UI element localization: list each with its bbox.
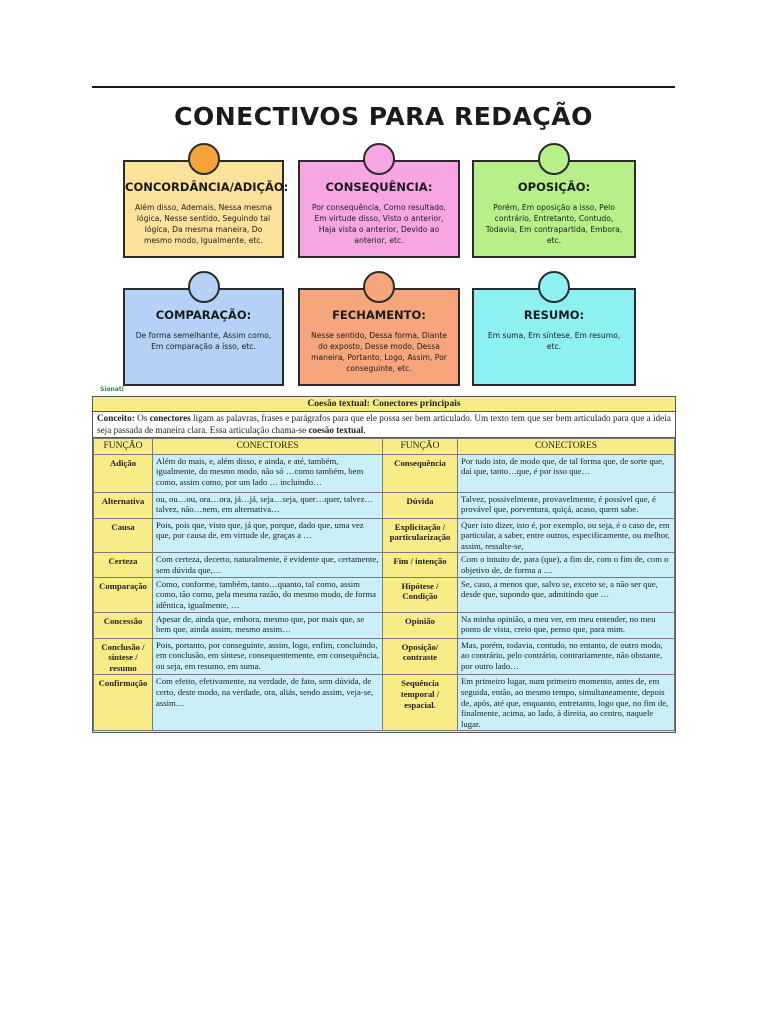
card-body: Porém, Em oposição a isso, Pelo contrári… (485, 203, 623, 245)
row-function: Explicitação / particularização (382, 517, 458, 554)
row-connectors: Com efeito, efetivamente, na verdade, de… (152, 674, 383, 732)
concept-bold-word: conectores (149, 413, 191, 423)
row-function: Opinião (382, 611, 458, 639)
header-funcao: FUNÇÃO (382, 438, 458, 455)
table-title: Coesão textual: Conectores principais (93, 397, 675, 412)
header-conectores: CONECTORES (152, 438, 383, 455)
row-function: Alternativa (93, 491, 153, 519)
row-function: Concessão (93, 611, 153, 639)
row-function: Oposição/ contraste (382, 637, 458, 676)
card-consequencia: CONSEQUÊNCIA: Por consequência, Como res… (298, 143, 460, 258)
concept-text-a: Os (134, 413, 150, 423)
card-body: Além disso, Ademais, Nessa mesma lógica,… (134, 203, 272, 245)
card-body: Nesse sentido, Dessa forma, Diante do ex… (311, 331, 447, 373)
concept-label: Conceito: (97, 413, 135, 423)
row-connectors: Pois, pois que, visto que, já que, porqu… (152, 517, 383, 554)
row-connectors: Talvez, possivelmente, provavelmente, é … (457, 491, 675, 519)
conectores-table-panel: Coesão textual: Conectores principais Co… (92, 396, 676, 733)
row-function: Comparação (93, 576, 153, 613)
conectores-table: FUNÇÃO CONECTORES FUNÇÃO CONECTORES Adiç… (93, 438, 675, 732)
row-connectors: Na minha opinião, a meu ver, em meu ente… (457, 611, 675, 639)
row-connectors: Com certeza, decerto, naturalmente, é ev… (152, 552, 383, 578)
row-function: Confirmação (93, 674, 153, 732)
pin-icon (187, 271, 220, 303)
card-body: De forma semelhante, Assim como, Em comp… (135, 331, 272, 351)
pin-icon (363, 143, 395, 175)
row-function: Hipótese / Condição (382, 576, 458, 613)
row-connectors: Em primeiro lugar, num primeiro momento,… (457, 674, 675, 732)
row-connectors: Pois, portanto, por conseguinte, assim, … (152, 637, 383, 676)
card-title: FECHAMENTO: (332, 308, 426, 322)
card-title: RESUMO: (523, 308, 585, 322)
row-connectors: Além do mais, e, além disso, e ainda, e … (152, 453, 383, 493)
row-connectors: Como, conforme, também, tanto…quanto, ta… (152, 576, 383, 613)
row-function: Causa (93, 517, 153, 554)
row-connectors: Mas, porém, todavia, contudo, no entanto… (457, 637, 675, 676)
row-connectors: Por tudo isto, de modo que, de tal forma… (457, 453, 675, 493)
concept-end: . (363, 424, 366, 435)
card-oposicao: OPOSIÇÃO: Porém, Em oposição a isso, Pel… (472, 143, 636, 258)
row-function: Adição (93, 453, 153, 493)
concept-paragraph: Conceito: Os conectores ligam as palavra… (93, 412, 675, 438)
header-conectores: CONECTORES (457, 438, 675, 455)
pin-icon (363, 271, 395, 303)
pin-icon (187, 143, 220, 175)
card-fechamento: FECHAMENTO: Nesse sentido, Dessa forma, … (298, 271, 460, 386)
concept-term: coesão textual (308, 424, 364, 435)
row-function: Sequência temporal / espacial. (382, 674, 458, 732)
infographic-title: CONECTIVOS PARA REDAÇÃO (174, 102, 593, 131)
card-title: OPOSIÇÃO: (517, 180, 591, 194)
row-function: Dúvida (382, 491, 458, 519)
pin-icon (538, 143, 570, 175)
pin-icon (538, 271, 570, 303)
row-function: Conclusão / síntese / resumo (93, 637, 153, 676)
card-title: COMPARAÇÃO: (155, 308, 252, 322)
card-resumo: RESUMO: Em suma, Em síntese, Em resumo, … (472, 271, 636, 386)
card-body: Em suma, Em síntese, Em resumo, etc. (487, 331, 621, 351)
card-title: CONCORDÂNCIA/ADIÇÃO: (125, 180, 289, 194)
top-divider-line (92, 86, 675, 88)
card-comparacao: COMPARAÇÃO: De forma semelhante, Assim c… (123, 271, 284, 386)
row-connectors: Com o intuito de, para (que), a fim de, … (457, 552, 675, 578)
row-connectors: ou, ou…ou, ora…ora, já…já, seja…seja, qu… (152, 491, 383, 519)
concept-text-b: ligam as palavras, frases e parágrafos p… (97, 413, 671, 435)
card-concordancia-adicao: CONCORDÂNCIA/ADIÇÃO: Além disso, Ademais… (123, 143, 289, 258)
row-function: Consequência (382, 453, 458, 493)
row-function: Certeza (93, 552, 153, 578)
card-body: Por consequência, Como resultado, Em vir… (311, 203, 447, 245)
table-header-row: FUNÇÃO CONECTORES FUNÇÃO CONECTORES (93, 438, 675, 455)
conectivos-infographic: CONECTIVOS PARA REDAÇÃO CONCORDÂNCIA/ADI… (92, 90, 675, 395)
card-title: CONSEQUÊNCIA: (325, 180, 433, 194)
row-connectors: Quer isto dizer, isto é, por exemplo, ou… (457, 517, 675, 554)
row-connectors: Apesar de, ainda que, embora, mesmo que,… (152, 611, 383, 639)
brand-logo: Sionati (100, 386, 124, 393)
header-funcao: FUNÇÃO (93, 438, 153, 455)
row-connectors: Se, caso, a menos que, salvo se, exceto … (457, 576, 675, 613)
row-function: Fim / intenção (382, 552, 458, 578)
